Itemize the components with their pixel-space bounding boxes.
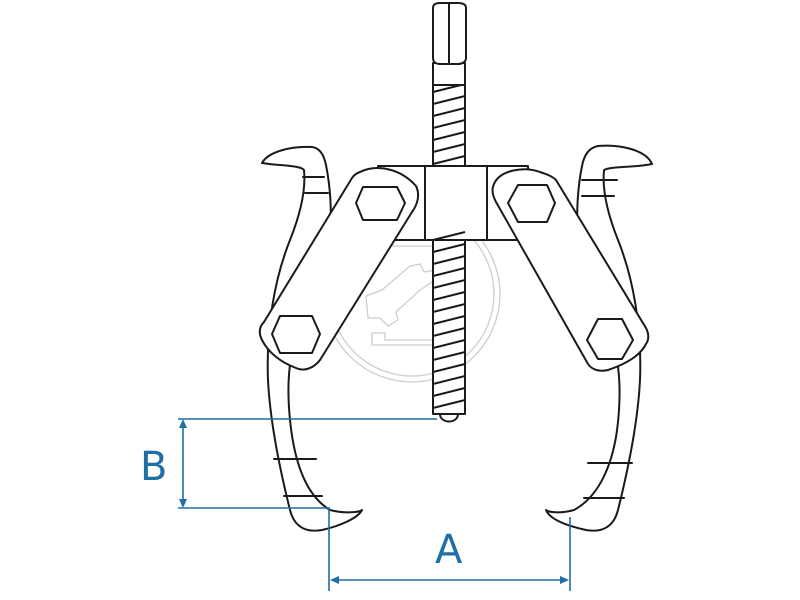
hex-bolt-icon: [355, 186, 406, 221]
dimension-b-label: B: [140, 444, 167, 490]
hex-bolt-icon: [271, 315, 321, 354]
dimension-b: B: [140, 418, 437, 509]
left-jaw: [261, 145, 363, 532]
dimension-a-label: A: [435, 527, 463, 573]
right-link-arm: [491, 168, 650, 372]
left-link-arm: [258, 167, 420, 371]
threaded-spindle: [432, 81, 466, 423]
right-jaw: [545, 144, 653, 532]
hex-bolt-icon: [586, 318, 634, 360]
hex-head-icon: [432, 2, 467, 86]
hex-bolt-icon: [507, 184, 556, 223]
dimension-a: A: [328, 508, 571, 591]
